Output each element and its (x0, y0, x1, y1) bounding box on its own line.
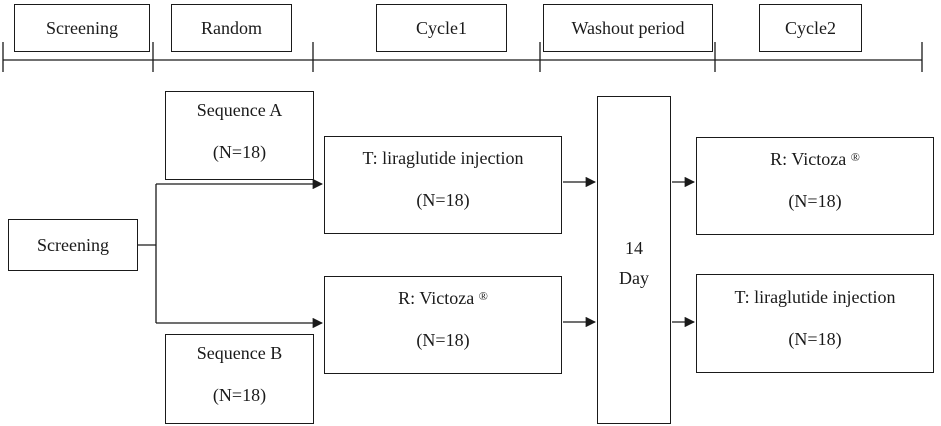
cycle2-top-treatment: R: Victoza ® (697, 149, 933, 170)
cycle2-top-box: R: Victoza ® (N=18) (696, 137, 934, 235)
registered-mark: ® (478, 289, 488, 303)
sequence-b-label: Sequence B (196, 343, 283, 363)
phase-screening: Screening (14, 4, 150, 52)
cycle2-bottom-treatment: T: liraglutide injection (734, 287, 896, 307)
treatment-name: R: Victoza (770, 149, 847, 169)
sequence-b-count: (N=18) (212, 385, 267, 405)
washout-unit: Day (619, 268, 649, 288)
registered-mark: ® (850, 150, 860, 164)
cycle2-bottom-count: (N=18) (788, 329, 842, 349)
screening-label: Screening (37, 234, 109, 255)
phase-label: Cycle1 (416, 17, 467, 38)
cycle1-top-box: T: liraglutide injection (N=18) (324, 136, 562, 234)
phase-label: Cycle2 (785, 17, 836, 38)
phase-label: Random (201, 17, 262, 38)
cycle1-top-count: (N=18) (416, 190, 470, 210)
cycle2-bottom-box: T: liraglutide injection (N=18) (696, 274, 934, 373)
cycle1-bottom-count: (N=18) (416, 330, 470, 350)
cycle2-top-count: (N=18) (788, 191, 842, 211)
screening-box: Screening (8, 219, 138, 271)
sequence-a-box: Sequence A (N=18) (165, 91, 314, 180)
cycle1-top-treatment: T: liraglutide injection (362, 148, 524, 168)
phase-cycle1: Cycle1 (376, 4, 507, 52)
phase-washout: Washout period (543, 4, 713, 52)
washout-days: 14 (625, 238, 643, 258)
treatment-name: R: Victoza (398, 288, 475, 308)
sequence-a-label: Sequence A (196, 100, 283, 120)
sequence-a-count: (N=18) (212, 142, 267, 162)
phase-cycle2: Cycle2 (759, 4, 862, 52)
cycle1-bottom-box: R: Victoza ® (N=18) (324, 276, 562, 374)
phase-label: Washout period (571, 17, 685, 38)
phase-random: Random (171, 4, 292, 52)
cycle1-bottom-treatment: R: Victoza ® (325, 288, 561, 309)
sequence-b-box: Sequence B (N=18) (165, 334, 314, 424)
phase-label: Screening (46, 17, 118, 38)
washout-box: 14 Day (597, 96, 671, 424)
